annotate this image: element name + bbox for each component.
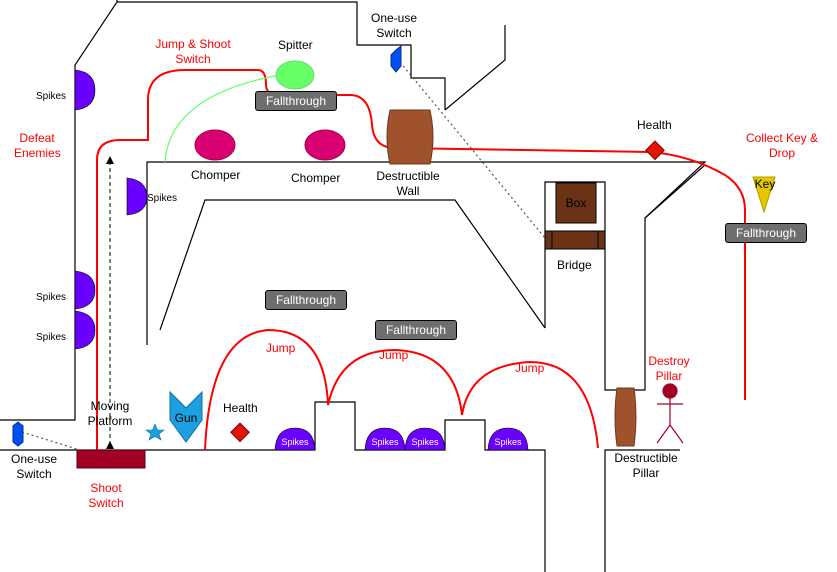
destructible-wall xyxy=(386,109,434,165)
upper-ceiling xyxy=(117,1,446,110)
label-spitter: Spitter xyxy=(278,38,313,52)
health-upper xyxy=(645,140,665,161)
label-one-use-switch-lower: One-use Switch xyxy=(10,452,58,481)
label-health-upper: Health xyxy=(637,118,672,132)
spikes-group xyxy=(74,69,529,451)
label-spikes-floor-4: Spikes xyxy=(494,437,522,447)
label-jump-shoot-switch: Jump & Shoot Switch xyxy=(155,37,231,66)
spitter-arc xyxy=(164,74,281,163)
jump-arc-2 xyxy=(327,348,463,416)
chomper-2 xyxy=(304,129,346,161)
destructible-pillar xyxy=(614,387,637,447)
right-shaft-wall xyxy=(644,164,706,219)
label-defeat-enemies: Defeat Enemies xyxy=(14,131,61,160)
spikes-floor-2 xyxy=(364,427,406,451)
switch-link-lower xyxy=(21,431,81,451)
label-spikes-inner: Spikes xyxy=(147,193,178,204)
label-key: Key xyxy=(754,177,776,191)
one-use-switch-lower xyxy=(12,421,24,447)
inner-upper-boundary xyxy=(146,161,707,391)
spikes-floor-3 xyxy=(404,427,446,451)
fallthrough-3: Fallthrough xyxy=(265,290,347,310)
spitter xyxy=(275,60,315,90)
label-destructible-pillar: Destructible Pillar xyxy=(614,451,678,480)
label-jump-2: Jump xyxy=(379,348,409,362)
label-spikes-floor-2: Spikes xyxy=(371,437,399,447)
one-use-switch-upper xyxy=(390,44,402,73)
spikes-wall-3 xyxy=(74,310,96,350)
key-icon xyxy=(752,176,776,214)
pillar-enemy xyxy=(656,383,684,444)
jump-arc-1 xyxy=(204,328,329,451)
label-jump-3: Jump xyxy=(515,361,545,375)
label-box: Box xyxy=(565,196,587,210)
fallthrough-4: Fallthrough xyxy=(375,320,457,340)
label-chomper-2: Chomper xyxy=(291,171,341,185)
switch-links xyxy=(21,61,546,451)
label-shoot-switch: Shoot Switch xyxy=(88,481,124,510)
label-collect-key: Collect Key & Drop xyxy=(745,131,819,160)
spikes-wall-1 xyxy=(74,69,96,111)
spikes-wall-2 xyxy=(74,270,96,310)
bridge xyxy=(544,230,606,250)
label-bridge: Bridge xyxy=(557,258,592,272)
label-destroy-pillar: Destroy Pillar xyxy=(648,354,690,383)
label-spikes-1: Spikes xyxy=(36,91,67,102)
label-spikes-3: Spikes xyxy=(36,332,67,343)
spikes-inner-1 xyxy=(126,177,148,216)
label-spikes-floor-3: Spikes xyxy=(411,437,439,447)
label-jump-1: Jump xyxy=(266,341,296,355)
label-one-use-switch-upper: One-use Switch xyxy=(370,11,418,40)
floor-right xyxy=(604,449,680,572)
spikes-floor-4 xyxy=(487,427,529,451)
label-chomper-1: Chomper xyxy=(191,168,241,182)
star-icon xyxy=(145,423,165,441)
chomper-1 xyxy=(194,129,236,161)
moving-platform xyxy=(76,449,146,469)
health-lower xyxy=(230,422,250,443)
label-moving-platform: Moving Platform xyxy=(87,399,133,428)
jump-arc-3 xyxy=(461,360,599,449)
inner-lower-boundary xyxy=(159,199,546,331)
outer-wall-left xyxy=(0,0,118,421)
label-spikes-2: Spikes xyxy=(36,292,67,303)
label-health-lower: Health xyxy=(223,401,258,415)
gun-icon xyxy=(169,390,203,443)
label-gun: Gun xyxy=(174,411,198,425)
label-spikes-floor-1: Spikes xyxy=(281,437,309,447)
box xyxy=(555,182,597,224)
label-destructible-wall: Destructible Wall xyxy=(376,169,440,198)
fallthrough-2: Fallthrough xyxy=(725,223,807,243)
spikes-floor-1 xyxy=(274,427,316,451)
switch-link-upper xyxy=(399,61,546,239)
upper-right-wall xyxy=(444,25,506,111)
fallthrough-1: Fallthrough xyxy=(255,91,337,111)
